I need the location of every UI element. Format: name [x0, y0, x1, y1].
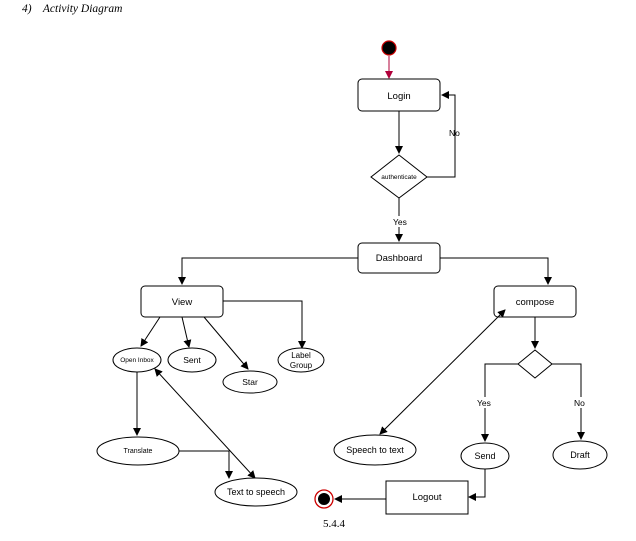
edge-translate-tts [179, 450, 233, 479]
open-inbox-node: Open Inbox [112, 347, 162, 373]
compose-label: compose [516, 297, 555, 308]
label-group-node: Label Group [277, 347, 325, 373]
edge-openinbox-tts [154, 368, 256, 479]
star-node: Star [222, 370, 278, 394]
compose-no-label: No [574, 398, 585, 408]
compose-yes-label: Yes [477, 398, 491, 408]
sent-node: Sent [167, 347, 217, 373]
speech-to-text-node: Speech to text [333, 434, 417, 466]
figure-caption: 5.4.4 [323, 518, 345, 530]
end-node [314, 489, 334, 509]
edge-send-logout [468, 469, 486, 501]
logout-node: Logout [385, 480, 469, 515]
page-title: 4) Activity Diagram [22, 3, 123, 15]
edge-view-sent [181, 316, 192, 348]
auth-no-label: No [449, 128, 460, 138]
login-node: Login [357, 78, 441, 112]
edge-dashboard-view [178, 257, 358, 285]
edge-view-labelgroup [223, 300, 306, 349]
draft-label: Draft [570, 450, 590, 460]
label-group-line2: Group [290, 361, 313, 370]
dashboard-label: Dashboard [376, 253, 422, 264]
logout-label: Logout [412, 492, 441, 503]
translate-node: Translate [96, 436, 180, 466]
draft-node: Draft [552, 440, 608, 470]
send-node: Send [460, 442, 510, 470]
star-label: Star [242, 377, 258, 387]
label-group-line1: Label [291, 351, 311, 360]
authenticate-label: authenticate [381, 174, 417, 181]
dashboard-node: Dashboard [357, 242, 441, 274]
authenticate-decision: authenticate [370, 154, 428, 199]
login-label: Login [387, 91, 410, 102]
view-label: View [172, 297, 193, 308]
speech-to-text-label: Speech to text [346, 445, 404, 455]
edge-dashboard-compose [440, 257, 552, 285]
edge-auth-no [427, 91, 456, 178]
compose-decision [517, 349, 553, 379]
text-to-speech-node: Text to speech [214, 477, 298, 507]
edge-view-openinbox [140, 316, 161, 347]
open-inbox-label: Open Inbox [120, 357, 154, 364]
text-to-speech-label: Text to speech [227, 487, 285, 497]
edge-decision-draft [552, 363, 585, 440]
auth-yes-label: Yes [393, 217, 407, 227]
view-node: View [140, 285, 224, 318]
start-node [381, 40, 397, 56]
edge-compose-stt [379, 309, 506, 435]
translate-label: Translate [124, 448, 153, 455]
send-label: Send [474, 451, 495, 461]
sent-label: Sent [183, 355, 201, 365]
edge-view-star [203, 316, 249, 370]
compose-node: compose [493, 285, 577, 318]
